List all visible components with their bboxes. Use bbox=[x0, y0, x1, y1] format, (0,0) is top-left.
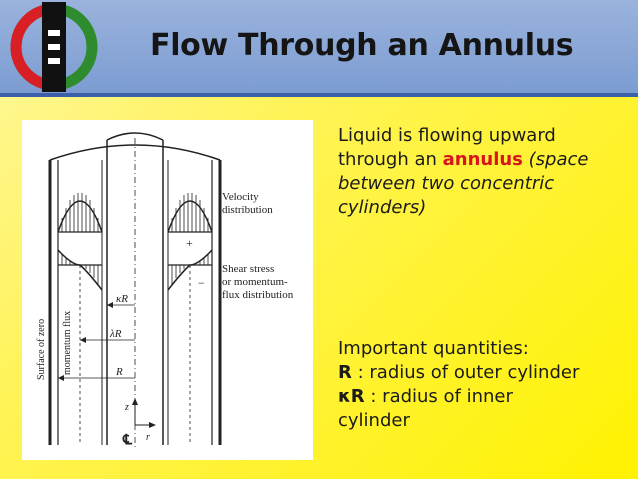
r-symbol: R bbox=[338, 362, 352, 383]
kr-symbol: κR bbox=[338, 386, 365, 407]
intro-line-2: through an annulus (space bbox=[338, 148, 628, 172]
z-axis-label: z bbox=[124, 402, 129, 413]
annulus-diagram: κR λR R z r ℄ + − Surface of zero moment… bbox=[36, 132, 294, 450]
logo-icon bbox=[10, 2, 98, 92]
r-description: : radius of outer cylinder bbox=[351, 362, 580, 383]
r-axis-label: r bbox=[146, 432, 150, 443]
quantity-r: R : radius of outer cylinder bbox=[338, 361, 633, 385]
centerline-symbol: ℄ bbox=[122, 433, 133, 448]
slide-title: Flow Through an Annulus bbox=[150, 28, 574, 63]
annulus-figure: κR λR R z r ℄ + − Surface of zero moment… bbox=[22, 120, 313, 460]
velocity-profile-right bbox=[167, 200, 213, 233]
r-label: R bbox=[115, 366, 123, 378]
quantity-kr-cont: cylinder bbox=[338, 410, 410, 431]
intro-line-1: Liquid is flowing upward bbox=[338, 125, 556, 146]
intro-line-3: between two concentric bbox=[338, 173, 555, 194]
outer-top-ellipse bbox=[49, 144, 221, 161]
intro-line-2-italic: (space bbox=[522, 149, 589, 170]
annulus-highlight: annulus bbox=[442, 149, 523, 170]
inner-top-ellipse bbox=[106, 132, 164, 141]
intro-line-2-prefix: through an bbox=[338, 149, 443, 170]
quantities-heading: Important quantities: bbox=[338, 338, 529, 359]
surface-label-line1: Surface of zero bbox=[36, 319, 47, 380]
kr-description: : radius of inner bbox=[364, 386, 513, 407]
important-quantities: Important quantities: R : radius of oute… bbox=[338, 337, 633, 433]
shear-label-line1: Shear stress bbox=[222, 263, 274, 275]
surface-label-line2: momentum flux bbox=[62, 311, 73, 375]
shear-label-line2: or momentum- bbox=[222, 276, 288, 288]
quantity-kr: κR : radius of inner bbox=[338, 385, 633, 409]
kr-label: κR bbox=[116, 293, 128, 305]
slide-header: Flow Through an Annulus bbox=[0, 0, 638, 97]
velocity-label-line2: distribution bbox=[222, 204, 273, 216]
minus-sign: − bbox=[198, 276, 205, 290]
intro-text: Liquid is flowing upward through an annu… bbox=[338, 124, 628, 220]
intro-line-4: cylinders) bbox=[338, 197, 427, 218]
velocity-label-line1: Velocity bbox=[222, 191, 259, 203]
plus-sign: + bbox=[186, 236, 193, 250]
velocity-profile-left bbox=[57, 200, 103, 233]
lr-label: λR bbox=[109, 328, 122, 340]
shear-label-line3: flux distribution bbox=[222, 289, 294, 301]
